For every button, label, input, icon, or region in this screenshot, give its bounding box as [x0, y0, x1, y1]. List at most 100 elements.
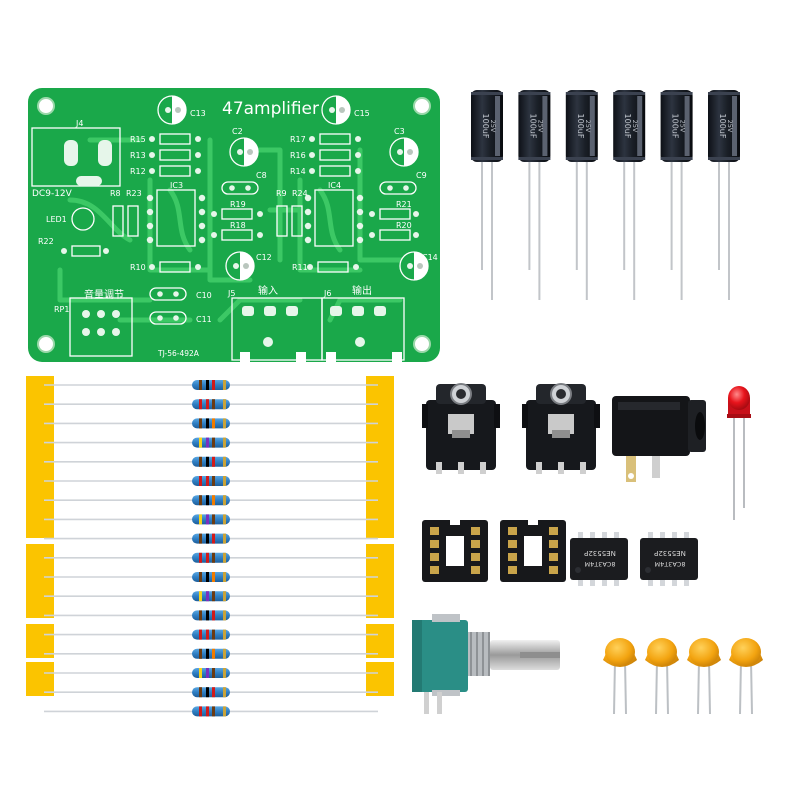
cap-marking-value: 100uF: [528, 114, 537, 139]
j4-pads: [64, 140, 112, 186]
jack-pads: [242, 306, 386, 347]
ref-r11: R11: [292, 263, 308, 272]
resistor: [44, 495, 378, 506]
resistor-footprints: [71, 133, 411, 273]
ref-c13: C13: [190, 109, 206, 118]
ref-c12: C12: [256, 253, 272, 262]
potentiometer: [412, 614, 560, 714]
pcb-board: 47amplifier TJ-56-492A DC9-12V 音量调节 输入 输…: [28, 88, 440, 364]
tape-left: [26, 376, 54, 696]
input-label: 输入: [258, 284, 278, 297]
ref-j5: J5: [227, 289, 235, 298]
cap-marking-value: 100uF: [481, 114, 490, 139]
chip-marking: NE5532P: [654, 549, 686, 557]
cap-marking-value: 100uF: [576, 114, 585, 139]
cap-marking-voltage: 25V: [726, 120, 734, 133]
resistor-tape-strip: [26, 376, 394, 717]
ref-j4: J4: [75, 119, 83, 128]
silkscreen-outlines: [31, 127, 405, 361]
resistor-row-group: [44, 380, 378, 717]
ref-c2: C2: [232, 127, 243, 136]
board-notches: [240, 352, 402, 364]
board-title: 47amplifier: [222, 99, 319, 119]
ic-chips: NE5532P 8CA3T4M NE5532P 8CA3T4M: [570, 532, 698, 586]
cap-marking-voltage: 25V: [536, 120, 544, 133]
ceramic-capacitors: [603, 638, 763, 715]
dc-power-jack: [612, 396, 706, 482]
cap-marking-value: 100uF: [671, 114, 680, 139]
resistor: [44, 629, 378, 640]
resistor: [44, 437, 378, 448]
rp1-pads: [82, 310, 120, 336]
ref-r15: R15: [130, 135, 146, 144]
ref-ic4: IC4: [328, 181, 341, 190]
resistor: [44, 706, 378, 717]
board-id: TJ-56-492A: [157, 349, 200, 358]
ref-r10: R10: [130, 263, 146, 272]
pcb-cap-footprints: [157, 95, 429, 281]
ref-c14: C14: [422, 253, 438, 262]
ref-c3: C3: [394, 127, 405, 136]
ic4-pads: [304, 194, 364, 244]
cap-marking-voltage: 25V: [584, 120, 592, 133]
volume-label: 音量调节: [84, 288, 124, 301]
ic3-pads: [146, 194, 206, 244]
pcb-ceramic-footprints: [149, 181, 417, 325]
output-label: 输出: [352, 284, 372, 297]
ref-r22: R22: [38, 237, 54, 246]
ic-chip: NE5532P 8CA3T4M: [640, 532, 698, 586]
pcb-ceramic-pads: [157, 185, 409, 321]
resistor: [44, 687, 378, 698]
resistor: [44, 668, 378, 678]
ref-r23: R23: [126, 189, 142, 198]
chip-marking: NE5532P: [584, 549, 616, 557]
ref-r12: R12: [130, 167, 146, 176]
ref-r17: R17: [290, 135, 306, 144]
ref-r16: R16: [290, 151, 306, 160]
ref-rp1: RP1: [54, 305, 69, 314]
ref-ic3: IC3: [170, 181, 183, 190]
ref-led1: LED1: [46, 215, 67, 224]
ref-r20: R20: [396, 221, 412, 230]
chip-code: 8CA3T4M: [585, 560, 616, 568]
ref-r21: R21: [396, 200, 412, 209]
cap-marking-voltage: 25V: [679, 120, 687, 133]
silkscreen-text: 47amplifier TJ-56-492A DC9-12V 音量调节 输入 输…: [32, 99, 438, 358]
audio-jack-left: [422, 383, 500, 474]
ref-r14: R14: [290, 167, 306, 176]
ref-r13: R13: [130, 151, 146, 160]
ref-j6: J6: [323, 289, 331, 298]
ic-chip: NE5532P 8CA3T4M: [570, 532, 628, 586]
tape-right: [366, 376, 394, 696]
red-led: [727, 386, 751, 520]
audio-jack-right: [522, 383, 600, 474]
ref-c9: C9: [416, 171, 427, 180]
ref-c15: C15: [354, 109, 370, 118]
ref-c10: C10: [196, 291, 212, 300]
resistor-pads: [61, 136, 419, 270]
ceramic-capacitor: [687, 638, 721, 715]
ref-r9: R9: [276, 189, 287, 198]
resistor: [44, 476, 378, 486]
ref-r24: R24: [292, 189, 308, 198]
ceramic-capacitor: [729, 638, 763, 715]
resistor: [44, 572, 378, 582]
ceramic-capacitor: [603, 638, 637, 715]
resistor: [44, 456, 378, 467]
resistor: [44, 533, 378, 544]
resistor: [44, 418, 378, 429]
resistor: [44, 514, 378, 525]
chip-code: 8CA3T4M: [655, 560, 686, 568]
cap-marking-voltage: 25V: [631, 120, 639, 133]
ceramic-capacitor: [645, 638, 679, 715]
ref-r18: R18: [230, 221, 246, 230]
ref-r8: R8: [110, 189, 121, 198]
power-label: DC9-12V: [32, 189, 73, 199]
ic-socket: [500, 520, 566, 582]
